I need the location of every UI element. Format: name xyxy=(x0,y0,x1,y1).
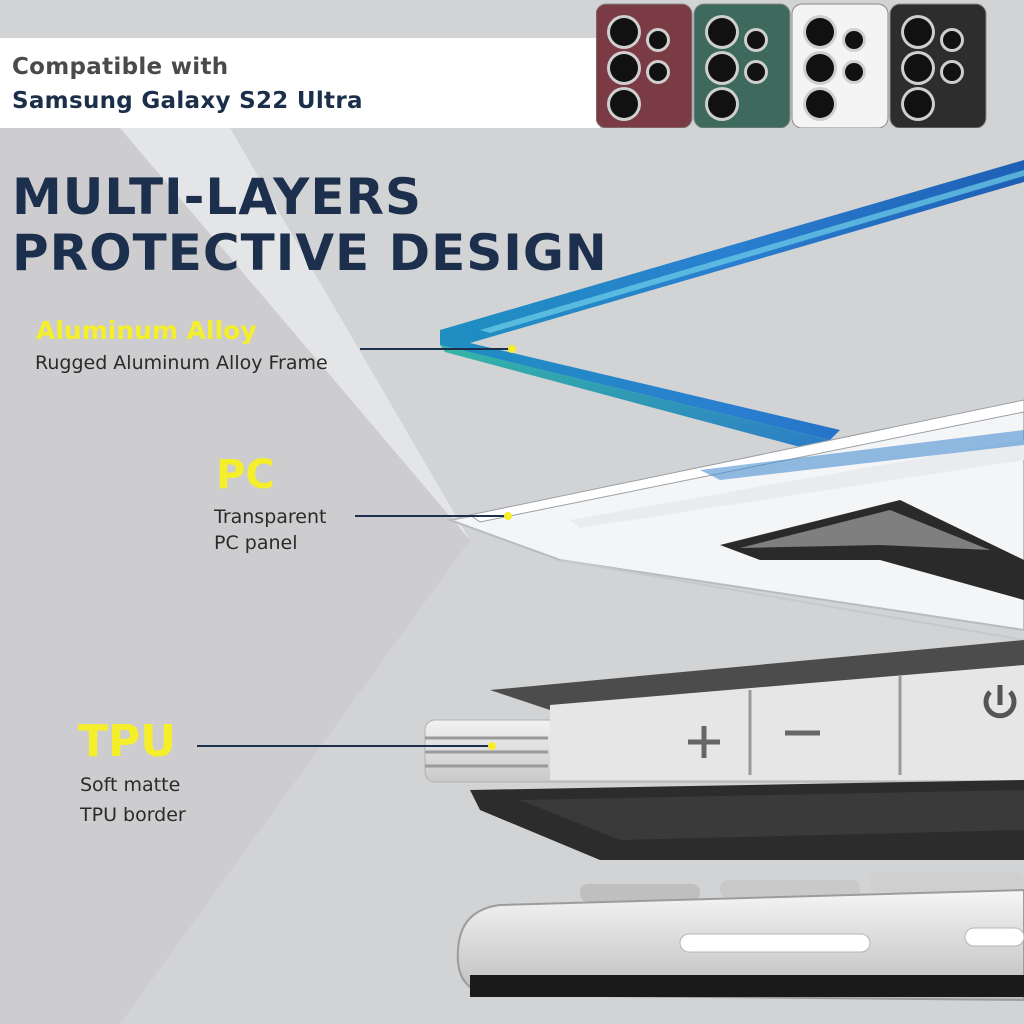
tpu-title: TPU xyxy=(78,716,176,767)
pc-desc-line2: PC panel xyxy=(214,532,298,554)
aluminum-frame xyxy=(440,160,1024,440)
aluminum-title: Aluminum Alloy xyxy=(36,316,257,345)
tpu-desc-line1: Soft matte xyxy=(80,774,181,796)
tpu-desc-line2: TPU border xyxy=(80,804,186,826)
aluminum-desc: Rugged Aluminum Alloy Frame xyxy=(35,352,328,374)
phone-variant xyxy=(596,3,693,128)
pc-title: PC xyxy=(216,452,275,498)
device-model-label: Samsung Galaxy S22 Ultra xyxy=(12,88,363,114)
plus-icon xyxy=(688,726,720,758)
dot-aluminum xyxy=(508,345,516,353)
dot-tpu xyxy=(488,742,496,750)
compatible-with-label: Compatible with xyxy=(12,54,229,80)
power-icon xyxy=(983,685,1017,719)
header-banner xyxy=(0,38,600,128)
headline-line1: MULTI-LAYERS xyxy=(12,168,423,226)
phone-variant xyxy=(791,3,889,128)
pc-desc-line1: Transparent xyxy=(214,506,327,528)
phone-variant xyxy=(693,3,791,128)
phone-variant xyxy=(889,3,987,128)
phone-color-variants xyxy=(596,3,987,128)
dot-pc xyxy=(504,512,512,520)
headline-line2: PROTECTIVE DESIGN xyxy=(12,224,608,282)
bg-darker-wedge xyxy=(0,128,470,1024)
